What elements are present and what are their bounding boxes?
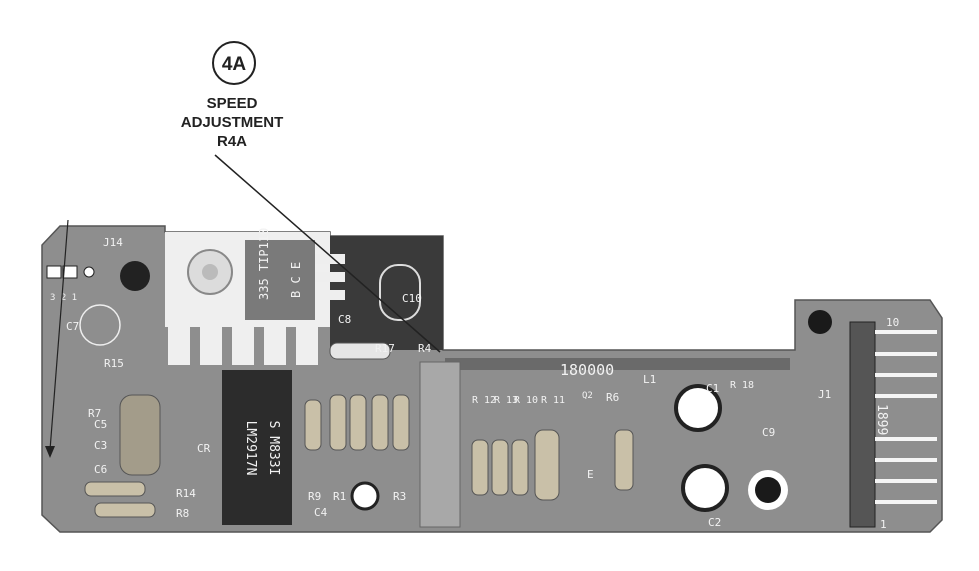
pointer-arrow-line [49,219,69,451]
label-r9: R9 [308,490,321,503]
part-number: 180000 [560,361,614,379]
r4a-potentiometer [419,361,461,528]
label-r14: R14 [176,487,196,500]
label-e: E [587,468,594,481]
label-c10: C10 [402,292,422,305]
mounting-hole-icon [755,477,781,503]
edge-connector-j1 [849,321,937,528]
label-c6: C6 [94,463,107,476]
label-c8: C8 [338,313,351,326]
label-r1: R1 [333,490,346,503]
arrow-head-icon [45,446,55,458]
ic1-pins: B C E [289,262,303,298]
c7-outline [79,304,121,346]
label-c3: C3 [94,439,107,452]
callout-leader-line [214,154,441,353]
callout-line-2: ADJUSTMENT [181,114,284,131]
label-r4: R4 [418,342,432,355]
label-r7: R7 [88,407,101,420]
label-r10: R 10 [514,395,538,406]
label-r15: R15 [104,357,124,370]
label-r8: R8 [176,507,189,520]
ic2-text: LM2917N [243,421,258,476]
label-r13: R 13 [494,395,518,406]
label-c7: C7 [66,320,79,333]
label-l1: L1 [643,373,656,386]
mounting-hole-icon [120,261,150,291]
label-cr: CR [197,442,211,455]
label-r17: R17 [375,342,395,355]
label-c4: C4 [314,506,328,519]
label-r11: R 11 [541,395,565,406]
connector-pin-top: 10 [886,316,899,329]
mounting-hole-icon-2 [808,310,832,334]
transistor-tip110: 335 TIP110 B C E [165,228,345,365]
c2-capacitor [681,464,729,512]
callout-line-1: SPEED [207,95,258,112]
j14-pin-2 [62,265,78,279]
label-c1: C1 [706,382,719,395]
connector-pin-bottom: 1 [880,518,887,531]
label-j1: J1 [818,388,831,401]
speed-adjustment-callout: 4A SPEED ADJUSTMENT R4A [181,41,284,150]
label-c2: C2 [708,516,721,529]
label-r6: R6 [606,391,619,404]
label-r3: R3 [393,490,406,503]
ic2-code: S M833I [266,421,281,476]
callout-line-3: R4A [217,133,247,150]
label-c9: C9 [762,426,775,439]
ic1-text: 335 TIP110 [257,228,271,300]
callout-badge-circle [212,41,256,85]
label-r12: R 12 [472,395,496,406]
j14-pin-1 [83,266,95,278]
connector-number: 1899 [874,404,889,435]
j14-pin-3 [46,265,62,279]
c10-capacitor [379,264,421,321]
label-c5: C5 [94,418,107,431]
c4-capacitor [350,481,380,511]
label-r18: R 18 [730,380,754,391]
label-j14: J14 [103,236,123,249]
c1-capacitor [674,384,722,432]
callout-badge: 4A [222,54,247,75]
resistors [84,342,634,518]
trace-band [445,358,790,370]
dark-pcb-area [330,236,443,350]
label-pins: 3 2 1 [50,293,77,303]
label-q2: Q2 [582,391,593,401]
ic-lm2917n: LM2917N S M833I [222,370,292,525]
